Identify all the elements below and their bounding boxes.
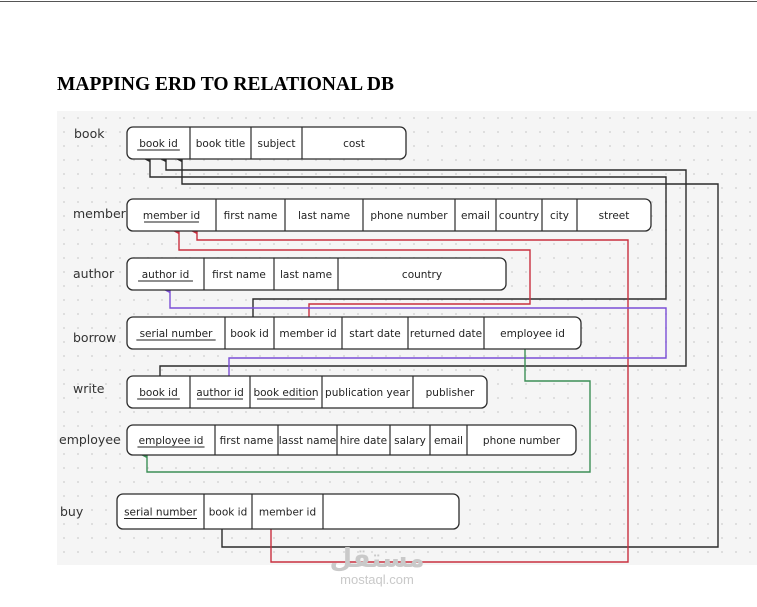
table-name-employee: employee: [59, 432, 121, 447]
field-member-member-id: member id: [143, 210, 200, 222]
field-member-phone-number: phone number: [370, 210, 448, 222]
field-borrow-book-id: book id: [230, 328, 269, 340]
table-borrow: borrow serial number book id member id start…: [73, 316, 582, 350]
table-buy: buy serial number book id member id: [60, 493, 460, 530]
field-employee-salary: salary: [394, 435, 426, 447]
buy-book-link: [175, 155, 719, 548]
buy-member-link: [190, 227, 629, 563]
table-name-write: write: [73, 381, 105, 396]
watermark-arabic: مستقل: [329, 544, 425, 574]
borrow-employee-link: [140, 349, 591, 473]
field-borrow-member-id: member id: [279, 328, 336, 340]
field-book-subject: subject: [257, 138, 295, 150]
field-borrow-start-date: start date: [349, 328, 400, 340]
field-member-last-name: last name: [298, 210, 350, 222]
field-borrow-employee-id: employee id: [500, 328, 565, 340]
field-book-book-title: book title: [196, 138, 245, 150]
field-borrow-returned-date: returned date: [410, 328, 482, 340]
write-author-link: [163, 286, 667, 376]
field-employee-employee-id: employee id: [139, 435, 204, 447]
borrow-book-link: [143, 155, 667, 317]
field-author-author-id: author id: [142, 269, 190, 281]
table-box-write: [126, 375, 488, 409]
table-author: author author id first name last name countr…: [73, 257, 507, 291]
field-author-last-name: last name: [280, 269, 332, 281]
field-member-first-name: first name: [224, 210, 278, 222]
field-author-country: country: [402, 269, 442, 281]
table-book: book book id book title subject cost: [74, 126, 407, 160]
watermark-latin: mostaql.com: [340, 572, 414, 587]
write-book-link: [159, 155, 687, 376]
field-write-publication-year: publication year: [325, 387, 411, 399]
table-name-book: book: [74, 126, 105, 141]
table-box-author: [126, 257, 507, 291]
field-book-book-id: book id: [139, 138, 178, 150]
field-author-first-name: first name: [212, 269, 266, 281]
field-member-street: street: [599, 210, 630, 222]
field-borrow-serial-number: serial number: [140, 328, 214, 340]
table-write: write book id author id book edition publica…: [73, 375, 488, 409]
table-box-employee: [126, 424, 577, 456]
field-buy-book-id: book id: [209, 507, 248, 519]
field-employee-email: email: [434, 435, 463, 447]
borrow-member-link: [172, 227, 531, 317]
table-box-book: [126, 126, 407, 160]
top-rule: [0, 1, 757, 2]
field-employee-lasst-name: lasst name: [279, 435, 337, 447]
table-name-borrow: borrow: [73, 330, 116, 345]
table-box-member: [126, 198, 652, 232]
table-box-buy: [116, 493, 460, 530]
watermark: مستقل mostaql.com: [317, 545, 437, 587]
field-employee-hire-date: hire date: [340, 435, 387, 447]
field-buy-member-id: member id: [259, 507, 316, 519]
page-title: MAPPING ERD TO RELATIONAL DB: [57, 74, 394, 95]
table-name-member: member: [73, 206, 127, 221]
table-box-borrow: [126, 316, 582, 350]
field-member-email: email: [461, 210, 490, 222]
field-employee-first-name: first name: [220, 435, 274, 447]
field-write-book-id: book id: [139, 387, 178, 399]
field-write-book-edition: book edition: [253, 387, 318, 399]
field-employee-phone-number: phone number: [483, 435, 561, 447]
field-write-author-id: author id: [196, 387, 244, 399]
table-member: member member id first name last name phone …: [73, 198, 652, 232]
field-member-country: country: [499, 210, 539, 222]
field-buy-serial-number: serial number: [124, 507, 198, 519]
table-name-buy: buy: [60, 504, 84, 519]
field-member-city: city: [550, 210, 569, 222]
relationship-lines: [140, 155, 719, 563]
table-name-author: author: [73, 266, 115, 281]
field-write-publisher: publisher: [426, 387, 475, 399]
field-book-cost: cost: [343, 138, 365, 150]
